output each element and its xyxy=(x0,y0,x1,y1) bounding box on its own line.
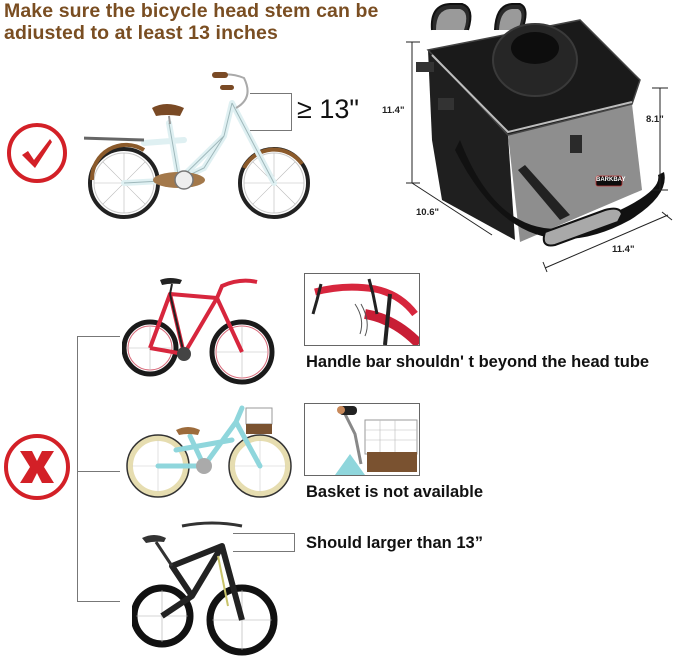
brand-label: BARKBAY xyxy=(596,177,626,183)
caption-mountain-bike: Should larger than 13” xyxy=(306,534,483,552)
dimension-width: 11.4" xyxy=(612,244,635,255)
dimension-height: 11.4" xyxy=(382,105,405,116)
mountain-bike-image xyxy=(132,516,282,662)
handlebar-detail-image xyxy=(304,273,420,346)
road-bike-image xyxy=(122,268,282,393)
check-mark-icon xyxy=(6,122,68,184)
measurement-label: ≥ 13" xyxy=(297,94,359,124)
headline: Make sure the bicycle head stem can be a… xyxy=(4,0,378,44)
headline-line-2: adiusted to at least 13 inches xyxy=(4,22,278,44)
caption-handlebar: Handle bar shouldn' t beyond the head tu… xyxy=(306,353,650,371)
x-mark-icon xyxy=(2,432,72,502)
bike-carrier-bag-image xyxy=(400,0,679,275)
dimension-depth: 10.6" xyxy=(416,207,439,218)
caption-basket: Basket is not available xyxy=(306,483,483,501)
dimension-front-height: 8.1" xyxy=(646,114,664,125)
headline-line-1: Make sure the bicycle head stem can be xyxy=(4,0,379,22)
city-bike-image xyxy=(84,68,314,220)
basket-bike-image xyxy=(124,400,294,500)
basket-detail-image xyxy=(304,403,420,476)
